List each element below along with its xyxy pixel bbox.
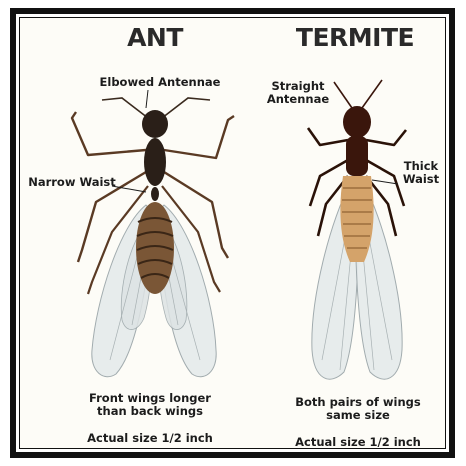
ant-waist-label: Narrow Waist (22, 176, 122, 189)
termite-title: TERMITE (280, 24, 430, 53)
ant-illustration (72, 98, 234, 377)
ant-wings-label: Front wings longer than back wings (60, 392, 240, 418)
termite-antenna-right (362, 80, 382, 108)
ant-head (142, 110, 168, 138)
ant-size-label: Actual size 1/2 inch (60, 432, 240, 445)
termite-antenna-label: Straight Antennae (258, 80, 338, 106)
ant-waist (151, 187, 159, 201)
termite-waist-leader (372, 180, 398, 184)
termite-leg-front-right (366, 130, 406, 145)
termite-leg-front-left (308, 128, 348, 145)
ant-antenna-label: Elbowed Antennae (70, 76, 250, 89)
termite-abdomen (340, 176, 373, 262)
termite-head (343, 106, 371, 138)
ant-leg-front-right (164, 116, 234, 158)
termite-size-label: Actual size 1/2 inch (268, 436, 448, 449)
termite-thorax (346, 136, 368, 176)
ant-antenna-right (162, 98, 210, 118)
ant-thorax (144, 138, 166, 186)
termite-illustration (308, 80, 406, 379)
termite-wings-label: Both pairs of wings same size (268, 396, 448, 422)
ant-title: ANT (90, 24, 220, 53)
termite-waist-label: Thick Waist (396, 160, 446, 186)
ant-antenna-leader (146, 90, 148, 108)
ant-leg-front-left (72, 112, 146, 155)
ant-antenna-left (102, 98, 148, 118)
